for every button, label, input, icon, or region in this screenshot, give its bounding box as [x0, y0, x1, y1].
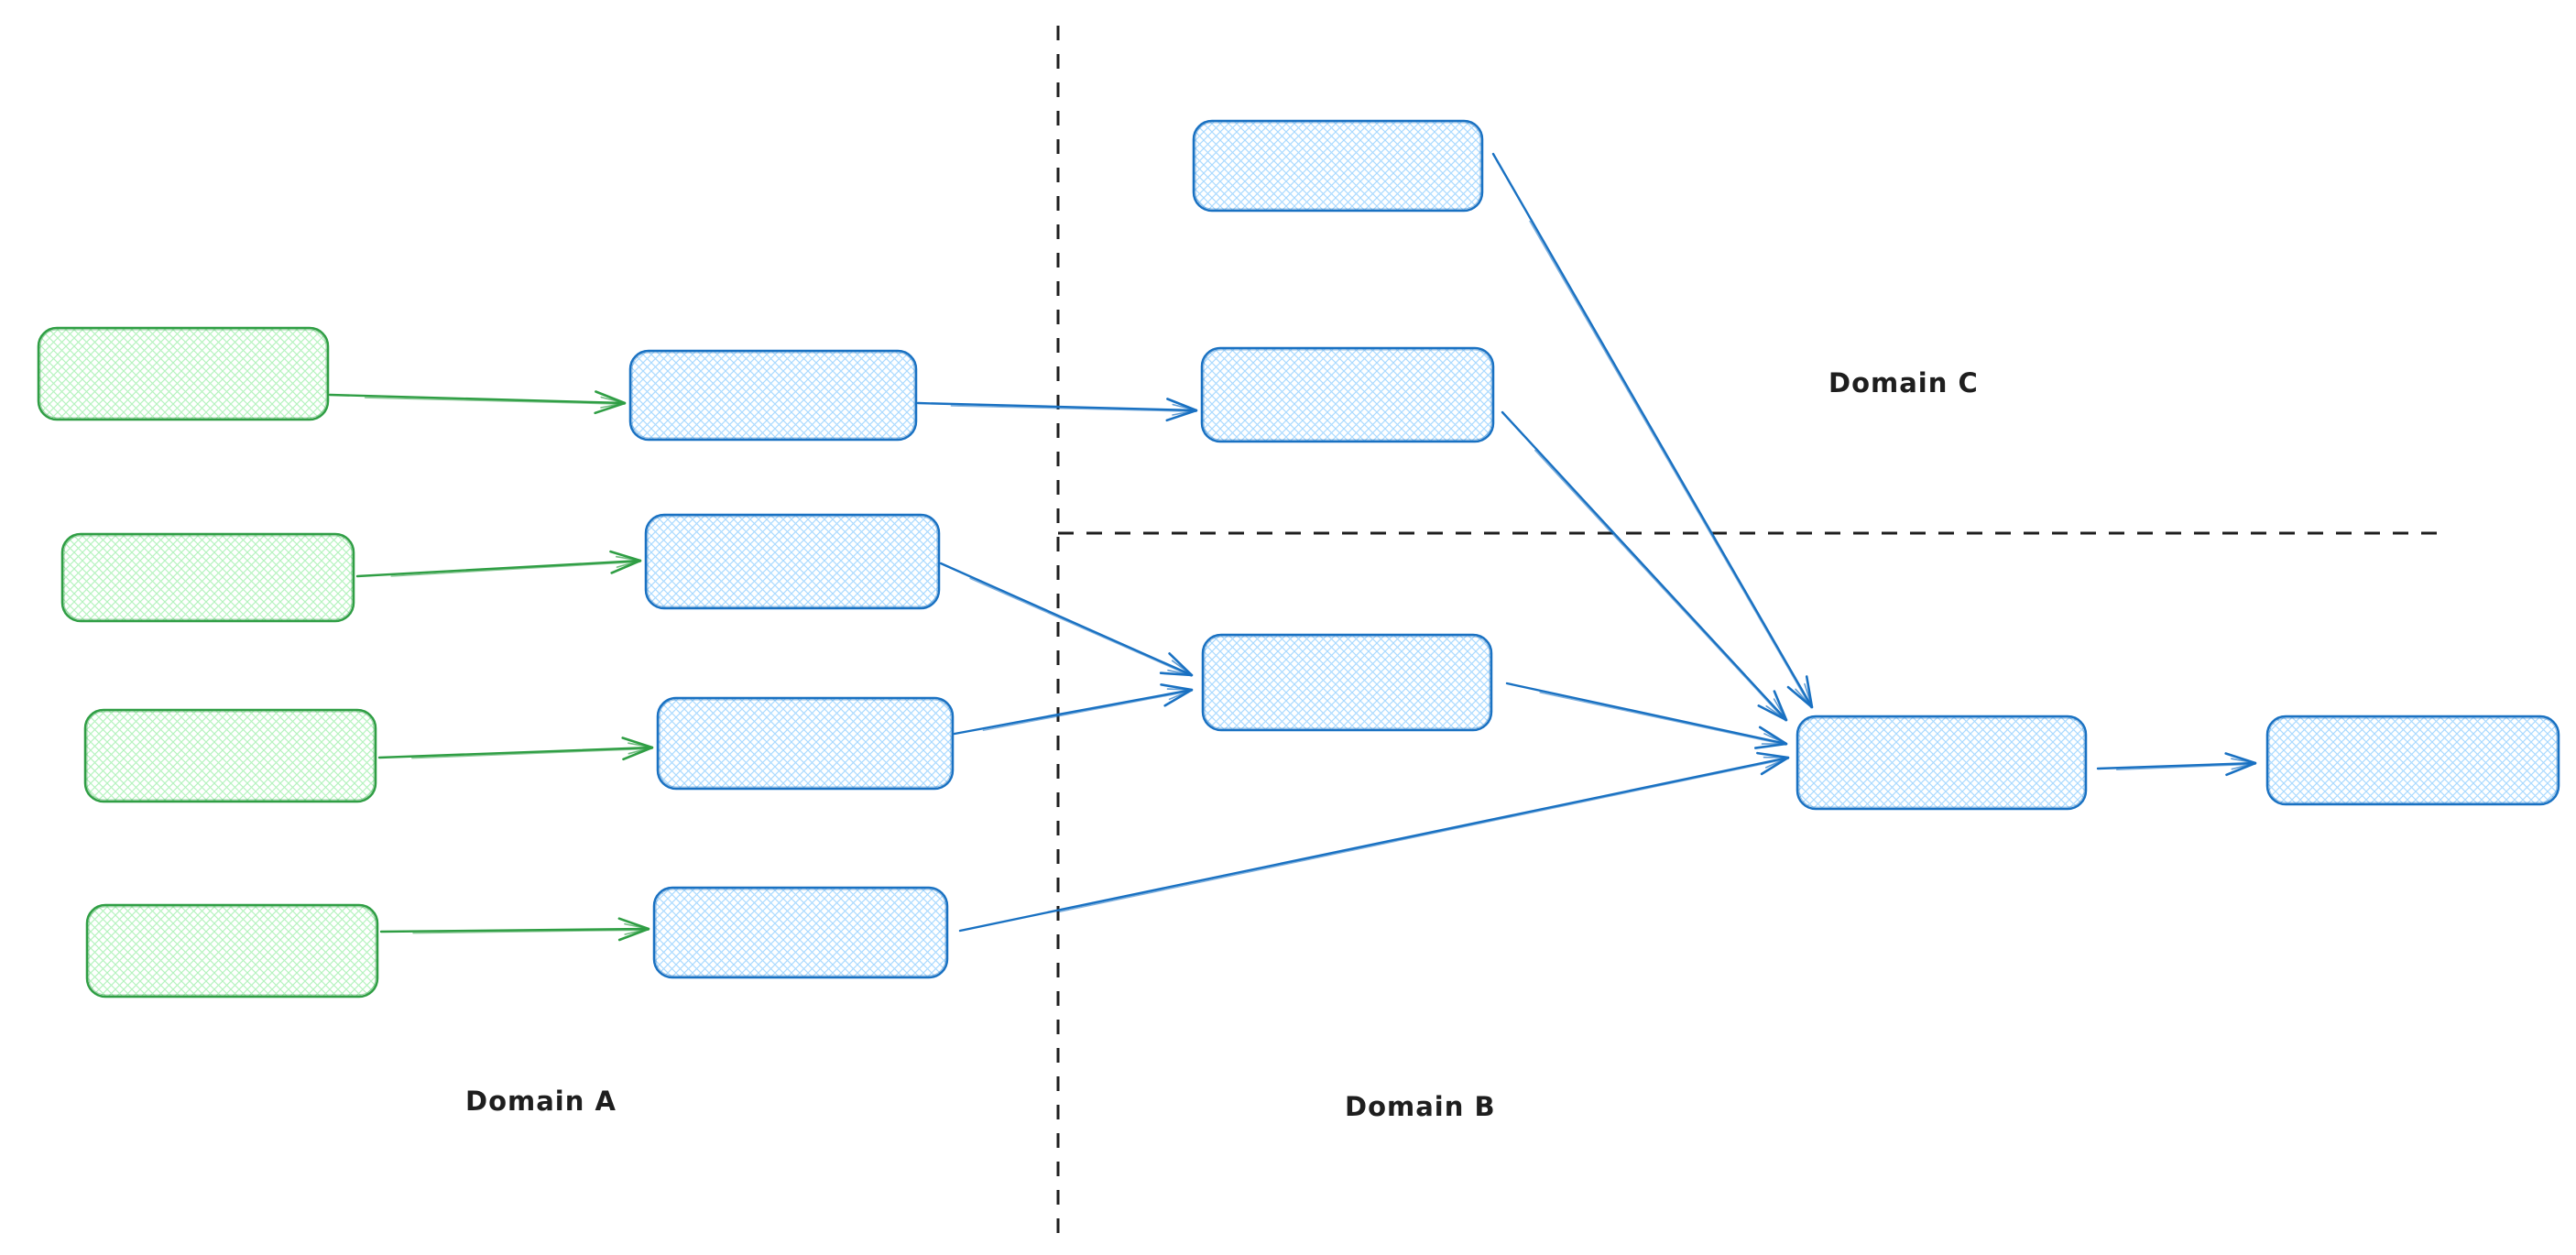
edge-bmid-hub — [1501, 410, 1788, 722]
blue-box-output — [2265, 715, 2560, 806]
edge-g2-a2 — [355, 550, 642, 578]
edge-g1-a1 — [328, 390, 627, 415]
blue-box-a2 — [644, 513, 941, 610]
blue-box-b-low — [1201, 633, 1493, 732]
blue-box-b-mid — [1200, 346, 1495, 443]
blue-box-hub — [1796, 715, 2088, 811]
domain-b-label: Domain B — [1345, 1091, 1496, 1122]
green-box-1 — [37, 326, 330, 421]
green-box-4 — [85, 903, 379, 999]
edge-a3-blow — [953, 683, 1194, 736]
domain-c-label: Domain C — [1828, 367, 1979, 398]
blue-box-a4 — [652, 886, 949, 979]
green-box-2 — [60, 532, 355, 623]
blue-box-a3 — [656, 696, 955, 791]
edge-hub-output — [2096, 752, 2257, 777]
edge-g3-a3 — [377, 737, 654, 761]
edge-g4-a4 — [379, 917, 650, 942]
domain-a-label: Domain A — [465, 1086, 617, 1117]
edge-a2-blow — [939, 562, 1194, 677]
blue-box-b-top — [1192, 119, 1484, 213]
blue-box-a1 — [628, 349, 918, 442]
edge-a1-bmid — [916, 398, 1198, 422]
edge-a4-hub — [958, 751, 1790, 933]
edge-btop-hub — [1491, 152, 1814, 709]
green-box-3 — [83, 708, 377, 803]
edge-blow-hub — [1505, 682, 1788, 749]
